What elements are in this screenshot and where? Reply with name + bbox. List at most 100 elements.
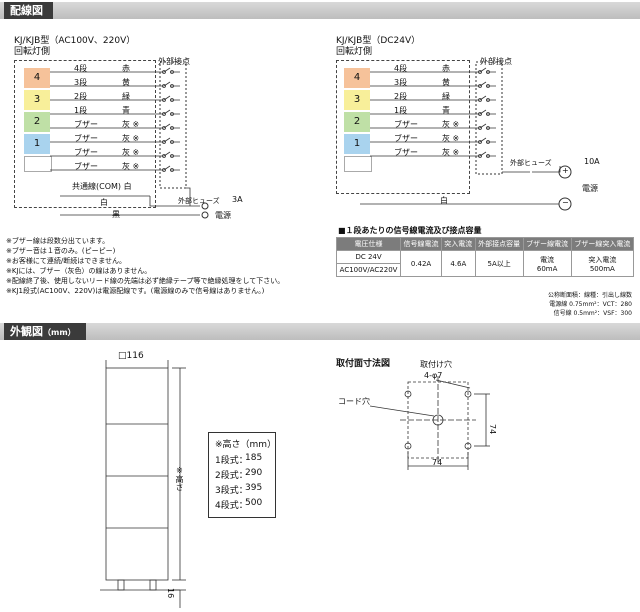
section-bar-wiring: 配線図 [0, 2, 640, 19]
wire-label: ブザー [74, 134, 98, 143]
wire-label: ブザー [394, 134, 418, 143]
lamp-tier: 1 [24, 134, 50, 154]
right-minus: − [562, 198, 569, 207]
wire-label: 2段 [74, 92, 88, 101]
note-line: ※ブザー線は段数分出ています。 [6, 237, 110, 245]
wire-label: 1段 [74, 106, 88, 115]
wire-color: 赤 [442, 64, 450, 73]
left-lamp-housing [14, 60, 156, 208]
wire-color: 赤 [122, 64, 130, 73]
light-tower-drawing [100, 360, 186, 608]
cord-hole-label: コード穴 [338, 397, 370, 406]
height-value: 290 [245, 468, 263, 478]
spec-cell-inrush: 4.6A [440, 250, 476, 277]
spec-header: ブザー線電流 [522, 237, 572, 251]
left-fuse-rating: 3A [232, 195, 243, 204]
wire-color: 緑 [442, 92, 450, 101]
lamp-tier: 4 [344, 68, 370, 88]
left-wiring-lines [50, 61, 209, 219]
wire-color: 灰 ※ [442, 134, 460, 143]
wire-label: ブザー [394, 148, 418, 157]
left-diagram-title: KJ/KJB型（AC100V、220V） [14, 36, 136, 46]
right-diagram-subtitle: 回転灯側 [336, 47, 373, 57]
height-label: 4段式： [215, 501, 248, 511]
spec-header: 外部接点容量 [474, 237, 524, 251]
section-title-dimensions: 外観図（mm） [4, 323, 86, 340]
lamp-tier: 3 [344, 90, 370, 110]
spec-header: 突入電流 [440, 237, 476, 251]
wire-color: 灰 ※ [122, 120, 140, 129]
height-dim: ※高さ [175, 466, 184, 491]
note-line: ※KJには、ブザー（灰色）の線はありません。 [6, 267, 152, 275]
section-bar-dimensions: 外観図（mm） [0, 323, 640, 340]
wire-color: 灰 ※ [122, 148, 140, 157]
right-white-label: 白 [440, 196, 448, 205]
wire-color: 黄 [442, 78, 450, 87]
lamp-tier: 4 [24, 68, 50, 88]
mounting-drawing [370, 376, 490, 470]
height-table-title: ※高さ（mm） [215, 440, 277, 450]
mounting-dim-horizontal: 74 [432, 458, 443, 467]
height-value: 500 [245, 498, 263, 508]
left-fuse-label: 外部ヒューズ [178, 197, 220, 205]
height-label: 2段式： [215, 471, 248, 481]
left-diagram-subtitle: 回転灯側 [14, 47, 51, 57]
mounting-dim-vertical: 74 [488, 424, 497, 435]
spec-cell-voltage: AC100V/AC220V [335, 263, 402, 277]
wire-label: 2段 [394, 92, 408, 101]
wire-color: 青 [442, 106, 450, 115]
spec-cell-contact: 5A以上 [474, 250, 524, 277]
spec-header: ブザー線突入電流 [570, 237, 635, 251]
left-black-label: 黒 [112, 210, 120, 219]
wire-color: 灰 ※ [122, 134, 140, 143]
section-title-wiring: 配線図 [4, 2, 53, 19]
height-table: ※高さ（mm） 1段式：185 2段式：290 3段式：395 4段式：500 [208, 432, 276, 518]
cable-note: 電源線 0.75mm²：VCT：280 [549, 301, 632, 308]
wire-label: 1段 [394, 106, 408, 115]
mounting-hole-size: 4-φ7 [424, 371, 443, 380]
height-label: 3段式： [215, 486, 248, 496]
lamp-tier: 3 [24, 90, 50, 110]
wire-color: 灰 ※ [122, 162, 140, 171]
spec-table-caption: ■１段あたりの信号線電流及び接点容量 [338, 226, 482, 235]
wire-color: 灰 ※ [442, 148, 460, 157]
right-lamp-housing [336, 60, 470, 194]
lamp-base [344, 156, 372, 172]
right-fuse-rating: 10A [584, 157, 600, 166]
wire-label: 3段 [74, 78, 88, 87]
lamp-base [24, 156, 52, 172]
left-common-label: 共通線(COM) 白 [72, 182, 132, 191]
wire-label: ブザー [74, 162, 98, 171]
spec-header: 信号線電流 [400, 237, 442, 251]
wire-label: 3段 [394, 78, 408, 87]
height-label: 1段式： [215, 456, 248, 466]
right-plus: + [562, 166, 569, 175]
wire-color: 緑 [122, 92, 130, 101]
wire-label: ブザー [74, 148, 98, 157]
lamp-tier: 2 [344, 112, 370, 132]
lamp-tier: 2 [24, 112, 50, 132]
lamp-tier: 1 [344, 134, 370, 154]
note-line: ※配線終了後、使用しないリード線の先端は必ず絶縁テープ等で絶縁処理をして下さい。 [6, 277, 285, 285]
wire-color: 灰 ※ [442, 120, 460, 129]
mounting-title: 取付面寸法図 [336, 359, 391, 369]
left-white-label: 白 [100, 198, 108, 207]
mounting-hole-label: 取付け穴 [420, 360, 452, 369]
wire-label: 4段 [394, 64, 408, 73]
right-diagram-title: KJ/KJB型（DC24V） [336, 36, 421, 46]
wire-label: ブザー [394, 120, 418, 129]
right-fuse-label: 外部ヒューズ [510, 159, 552, 167]
bottom-dim: 16 [166, 588, 175, 599]
spec-header: 電圧仕様 [335, 237, 402, 251]
note-line: ※お客様にて連続/断続はできません。 [6, 257, 127, 265]
height-value: 185 [245, 453, 263, 463]
wire-color: 黄 [122, 78, 130, 87]
spec-cell-signal: 0.42A [400, 250, 442, 277]
cable-note: 信号線 0.5mm²：VSF：300 [553, 310, 632, 317]
wire-color: 青 [122, 106, 130, 115]
spec-table: 電圧仕様 信号線電流 突入電流 外部接点容量 ブザー線電流 ブザー線突入電流 D… [335, 237, 635, 277]
right-wiring-lines [360, 61, 572, 211]
height-value: 395 [245, 483, 263, 493]
